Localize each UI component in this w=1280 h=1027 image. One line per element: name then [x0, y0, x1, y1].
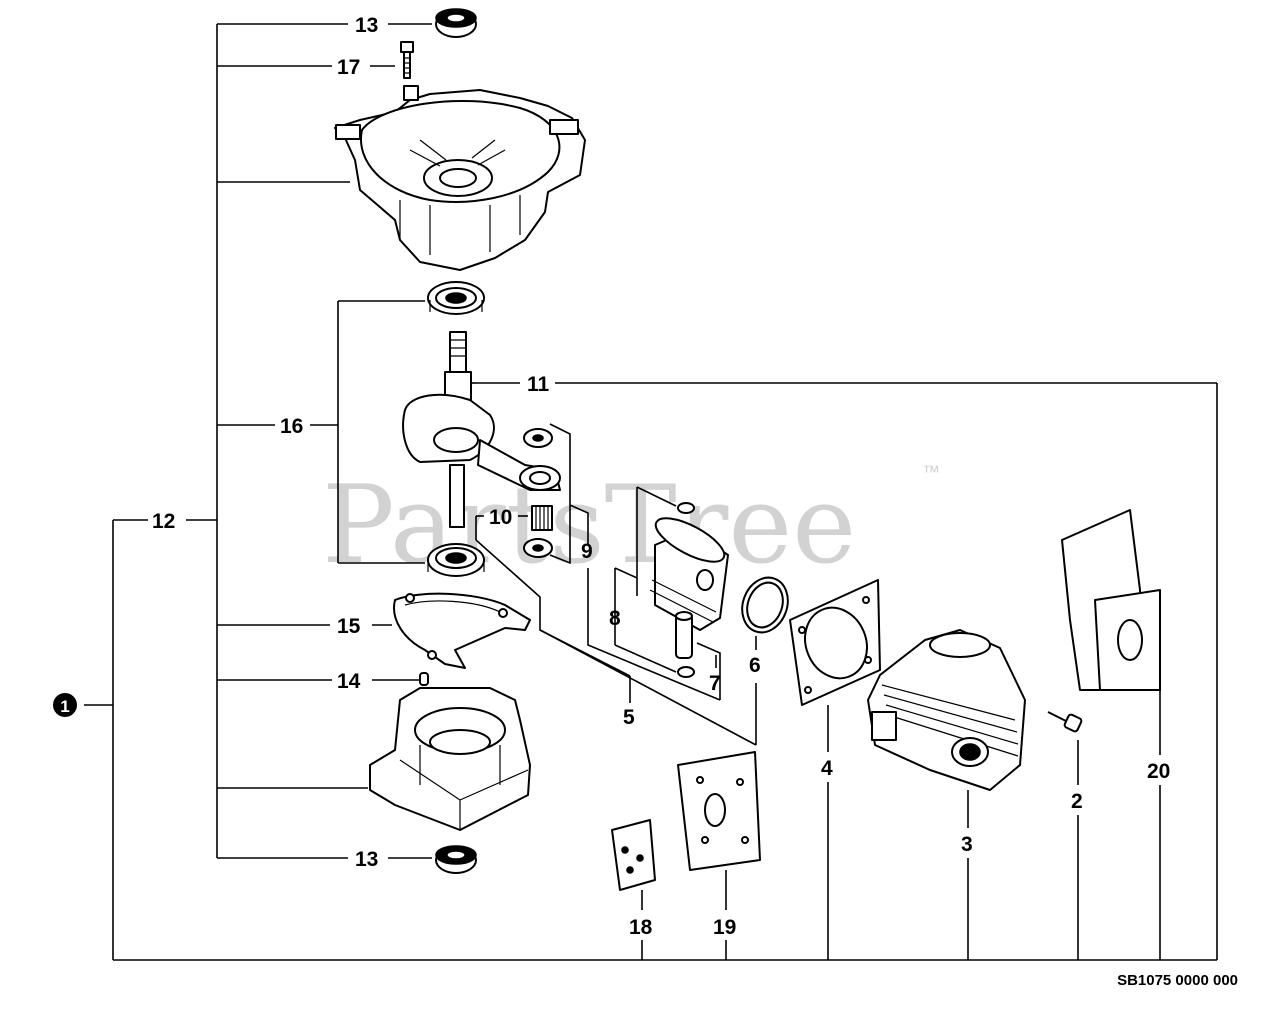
callout-3: 3 [961, 833, 973, 856]
callout-19: 19 [713, 916, 736, 939]
drawing-code: SB1075 0000 000 [1117, 972, 1238, 989]
callout-8: 8 [609, 607, 621, 630]
callout-7: 7 [709, 672, 721, 695]
screw-part [400, 41, 414, 79]
cylinder-gasket-part [789, 579, 881, 706]
assembly-marker-label: 1 [60, 697, 69, 716]
needle-bearing-part [531, 505, 553, 531]
lower-crankcase-part [369, 687, 531, 831]
oil-seal-bottom-part [435, 845, 477, 874]
callout-20: 20 [1147, 760, 1170, 783]
insulator-plate-part [611, 819, 656, 891]
piston-part [649, 517, 729, 631]
callout-14: 14 [337, 670, 361, 693]
callout-4: 4 [821, 757, 833, 780]
oil-seal-top-part [435, 8, 477, 38]
callout-15: 15 [337, 615, 361, 638]
piston-pin-part [675, 611, 693, 659]
assembly-marker: 1 [53, 693, 77, 717]
leader-lines [84, 23, 1218, 961]
o-ring-part [741, 576, 789, 634]
washer-upper-part [523, 428, 553, 448]
callout-6: 6 [749, 654, 761, 677]
washer-lower-part [523, 538, 553, 558]
callout-17: 17 [337, 56, 360, 79]
dowel-pin-part [419, 672, 429, 686]
callout-2: 2 [1071, 790, 1083, 813]
heat-insulator-part [1061, 509, 1161, 691]
callout-11: 11 [527, 373, 550, 396]
callout-12: 12 [152, 510, 175, 533]
callout-16: 16 [280, 415, 303, 438]
callout-10: 10 [489, 506, 512, 529]
cylinder-bolt-part [1047, 711, 1083, 733]
upper-bearing-part [427, 281, 485, 315]
lower-bearing-part [427, 543, 485, 577]
circlip-upper-part [677, 502, 695, 514]
callout-13-bottom: 13 [355, 848, 378, 871]
upper-crankcase-part [334, 85, 586, 271]
crankcase-gasket-part [393, 592, 531, 669]
crankshaft-part [402, 331, 561, 528]
watermark-trademark: ™ [922, 462, 940, 482]
callout-9: 9 [581, 540, 593, 563]
watermark: PartsTree [322, 463, 856, 588]
cylinder-part [867, 629, 1026, 791]
circlip-lower-part [677, 666, 695, 678]
callout-18: 18 [629, 916, 653, 939]
callout-13-top: 13 [355, 14, 378, 37]
intake-gasket-part [677, 751, 761, 871]
callout-5: 5 [623, 706, 635, 729]
